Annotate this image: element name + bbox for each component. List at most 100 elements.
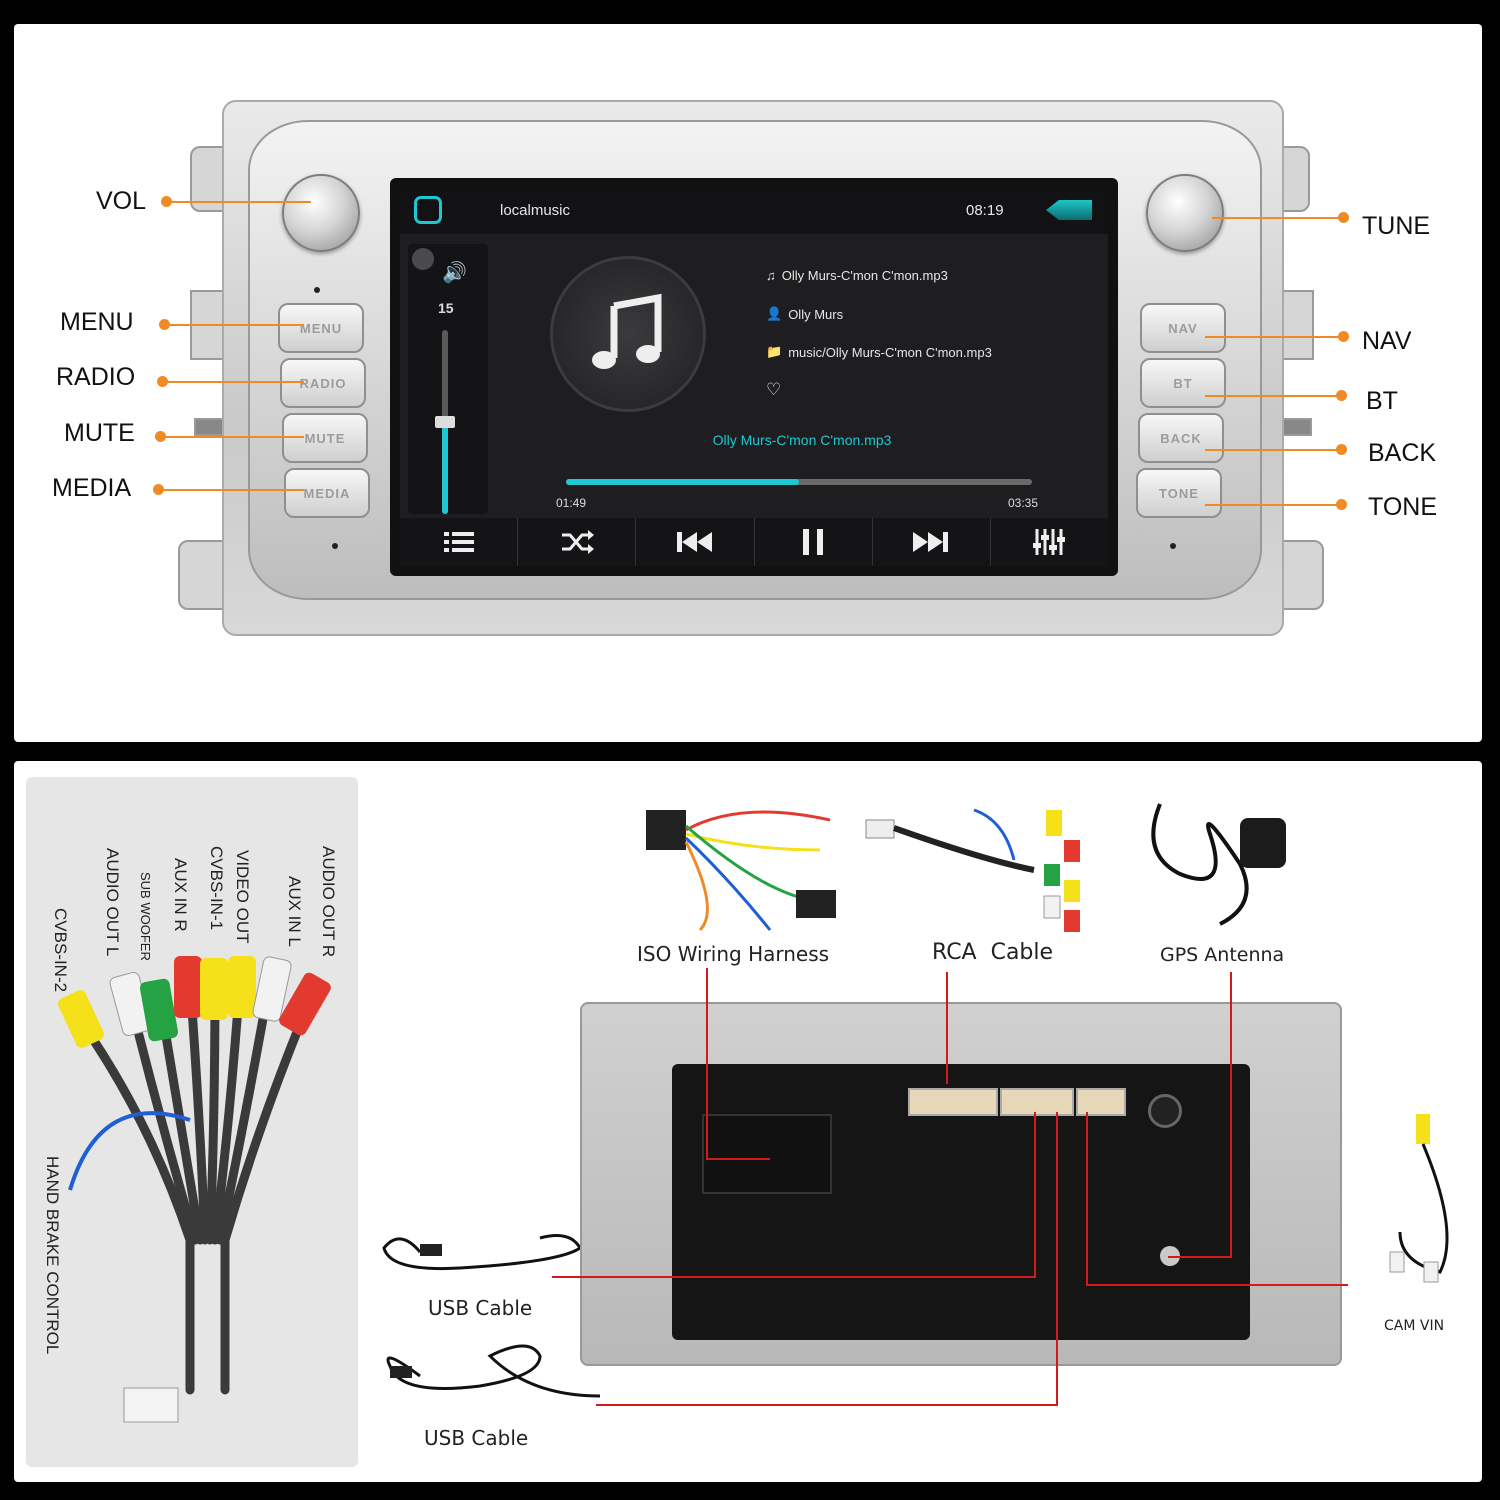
equalizer-icon [1033, 529, 1066, 555]
back-arrow-icon[interactable] [1046, 200, 1092, 220]
tone-button[interactable]: TONE [1136, 468, 1222, 518]
pointer-line [1056, 1112, 1058, 1406]
shuffle-button[interactable] [518, 518, 637, 566]
pointer-line [706, 968, 708, 1160]
pause-icon [803, 529, 824, 555]
callout-vol: VOL [96, 187, 147, 215]
app-title: localmusic [500, 202, 571, 219]
callout-dot [1336, 390, 1347, 401]
volume-knob[interactable] [282, 174, 360, 252]
nav-button[interactable]: NAV [1140, 303, 1226, 353]
callout-media: MEDIA [52, 474, 132, 502]
usb-cable-image [382, 1234, 582, 1271]
rca-connector [908, 1088, 998, 1116]
total-time: 03:35 [1008, 496, 1039, 510]
music-note-icon [592, 293, 662, 369]
indicator-dot [314, 287, 320, 293]
mute-button-label: MUTE [304, 430, 346, 446]
previous-icon [676, 532, 712, 552]
callout-line [158, 489, 304, 491]
elapsed-time: 01:49 [556, 496, 587, 510]
callout-line [1205, 504, 1338, 506]
rear-board [672, 1064, 1250, 1340]
callout-line [162, 381, 304, 383]
list-icon [443, 532, 474, 552]
folder-icon: 📁 [766, 344, 783, 359]
iso-harness-image [646, 810, 836, 932]
pointer-line [1168, 1256, 1232, 1258]
now-playing-title: Olly Murs-C'mon C'mon.mp3 [712, 432, 892, 448]
playback-controls [400, 518, 1108, 566]
aux-connector [1076, 1088, 1126, 1116]
previous-button[interactable] [636, 518, 755, 566]
volume-slider-thumb[interactable] [435, 416, 455, 428]
bt-button-label: BT [1173, 375, 1193, 391]
label-sub-woofer: SUB WOOFER [138, 872, 153, 961]
display-screen: localmusic 08:19 🔊 15 ♫ Olly Murs-C'mon … [390, 178, 1118, 576]
label-audio-out-r: AUDIO OUT R [319, 846, 338, 958]
volume-slider[interactable] [435, 330, 455, 514]
media-button[interactable]: MEDIA [284, 468, 370, 518]
pointer-line [706, 1158, 770, 1160]
callout-nav: NAV [1362, 327, 1412, 355]
mute-button[interactable]: MUTE [282, 413, 368, 463]
bt-button[interactable]: BT [1140, 358, 1226, 408]
tune-knob[interactable] [1146, 174, 1224, 252]
playback-progress-fill [566, 479, 799, 485]
callout-line [1205, 336, 1340, 338]
callout-dot [1338, 331, 1349, 342]
label-aux-in-r: AUX IN R [171, 858, 190, 932]
playlist-button[interactable] [400, 518, 519, 566]
callout-radio: RADIO [56, 363, 136, 391]
nav-button-label: NAV [1168, 320, 1198, 336]
playback-progress[interactable] [566, 479, 1032, 485]
volume-panel: 🔊 15 [408, 244, 488, 514]
label-usb-cable-1: USB Cable [428, 1296, 533, 1320]
next-button[interactable] [873, 518, 991, 566]
back-button[interactable]: BACK [1138, 413, 1224, 463]
track-file-row: ♫ Olly Murs-C'mon C'mon.mp3 [766, 268, 948, 283]
label-cam-vin: CAM VIN [1384, 1318, 1445, 1334]
callout-back: BACK [1368, 439, 1437, 467]
radio-antenna-port [1148, 1094, 1182, 1128]
pause-button[interactable] [755, 518, 873, 566]
shuffle-icon [561, 530, 594, 554]
volume-value: 15 [438, 300, 454, 316]
status-bar: localmusic 08:19 [400, 188, 1108, 234]
callout-dot [1338, 212, 1349, 223]
indicator-dot [332, 543, 338, 549]
iso-connector [702, 1114, 832, 1194]
label-audio-out-l: AUDIO OUT L [103, 848, 122, 957]
clock: 08:19 [966, 202, 1004, 219]
callout-line [166, 201, 311, 203]
callout-menu: MENU [60, 308, 134, 336]
home-icon[interactable] [414, 196, 442, 224]
radio-button-label: RADIO [299, 375, 347, 391]
callout-bt: BT [1366, 387, 1398, 415]
radio-button[interactable]: RADIO [280, 358, 366, 408]
track-path: music/Olly Murs-C'mon C'mon.mp3 [788, 344, 992, 360]
track-path-row: 📁 music/Olly Murs-C'mon C'mon.mp3 [766, 344, 992, 360]
callout-tone: TONE [1368, 493, 1437, 521]
callout-tune: TUNE [1362, 212, 1431, 240]
menu-button[interactable]: MENU [278, 303, 364, 353]
rca-cable-image [865, 808, 1080, 932]
volume-slider-fill [442, 422, 448, 514]
unit-rear-chassis [580, 1002, 1342, 1366]
equalizer-button[interactable] [991, 518, 1108, 566]
pointer-line [1086, 1284, 1348, 1286]
tone-button-label: TONE [1159, 485, 1199, 501]
pointer-line [946, 972, 948, 1084]
label-rca-cable: RCA Cable [932, 940, 1054, 965]
pointer-line [552, 1276, 1036, 1278]
label-gps-antenna: GPS Antenna [1160, 944, 1285, 966]
label-usb-cable-2: USB Cable [424, 1426, 529, 1450]
note-icon: ♫ [766, 268, 776, 283]
label-cvbs-in-1: CVBS-IN-1 [207, 846, 226, 931]
media-button-label: MEDIA [303, 485, 351, 501]
pointer-line [1230, 972, 1232, 1258]
callout-line [164, 324, 304, 326]
favorite-icon[interactable]: ♡ [766, 380, 782, 399]
speaker-icon: 🔊 [442, 262, 467, 284]
gps-antenna-image [1151, 803, 1286, 926]
